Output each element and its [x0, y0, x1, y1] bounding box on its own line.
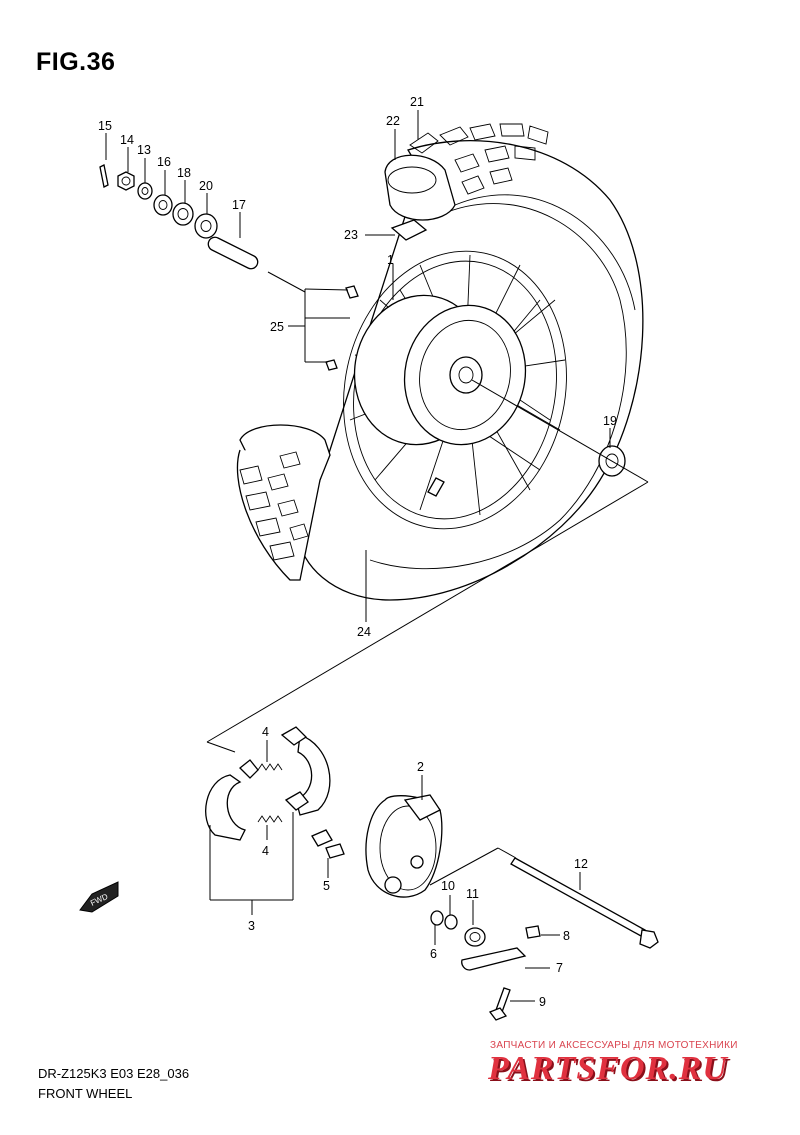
figure-title: FIG.36	[36, 48, 116, 76]
front-wheel-assembly	[236, 123, 644, 601]
model-code: DR-Z125K3 E03 E28_036	[38, 1066, 190, 1081]
callout-14: 14	[120, 133, 134, 147]
figure-caption: FRONT WHEEL	[38, 1086, 133, 1101]
callout-1: 1	[387, 253, 394, 267]
callout-15: 15	[98, 119, 112, 133]
callout-8: 8	[563, 929, 570, 943]
callout-16: 16	[157, 155, 171, 169]
callout-22: 22	[386, 114, 400, 128]
callout-24: 24	[357, 625, 371, 639]
callout-6: 6	[430, 947, 437, 961]
fwd-direction-arrow: FWD	[79, 881, 119, 913]
watermark-logo: PARTSFOR.RU	[488, 1050, 728, 1087]
callout-2: 2	[417, 760, 424, 774]
callout-5: 5	[323, 879, 330, 893]
callout-18: 18	[177, 166, 191, 180]
callout-25: 25	[270, 320, 284, 334]
callout-23: 23	[344, 228, 358, 242]
callout-7: 7	[556, 961, 563, 975]
callout-10: 10	[441, 879, 455, 893]
callout-4-upper: 4	[262, 725, 269, 739]
callout-17: 17	[232, 198, 246, 212]
callout-20: 20	[199, 179, 213, 193]
leader-lines	[105, 110, 649, 1002]
watermark-tagline: ЗАПЧАСТИ И АКСЕССУАРЫ ДЛЯ МОТОТЕХНИКИ	[490, 1040, 738, 1051]
callout-9: 9	[539, 995, 546, 1009]
axle-side-hardware	[99, 164, 626, 477]
callout-numbers: 1 2 3 4 4 5 6 7 8 9 10 11 12 13 14 15 16…	[98, 95, 617, 1009]
callout-12: 12	[574, 857, 588, 871]
brake-panel	[365, 794, 659, 1021]
callout-13: 13	[137, 143, 151, 157]
brake-shoes	[205, 726, 345, 859]
callout-21: 21	[410, 95, 424, 109]
callout-4-lower: 4	[262, 844, 269, 858]
callout-3: 3	[248, 919, 255, 933]
callout-11: 11	[466, 887, 479, 901]
callout-19: 19	[603, 414, 617, 428]
